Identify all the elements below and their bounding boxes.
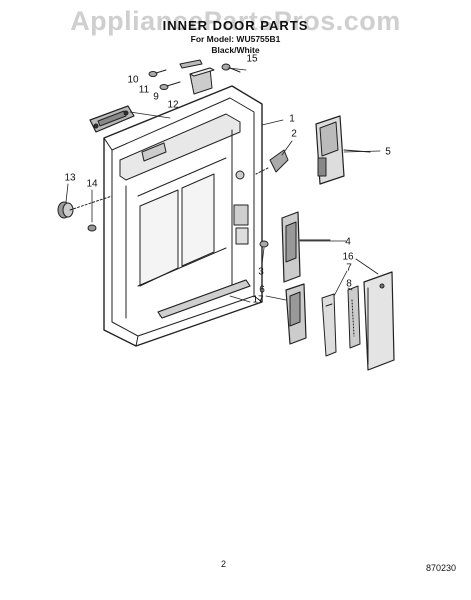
part-16-cover-panel	[363, 271, 395, 371]
callout-15: 15	[246, 53, 258, 65]
part-17-vent-strip	[157, 279, 251, 319]
page-number: 2	[221, 559, 227, 569]
watermark: AppliancePartsPros.com	[70, 6, 401, 36]
callout-14: 14	[86, 178, 98, 190]
callout-3: 3	[258, 266, 264, 278]
part-8-detent	[347, 285, 361, 349]
callout-10: 10	[127, 74, 139, 86]
callout-12: 12	[167, 99, 179, 111]
callout-11: 11	[138, 84, 150, 96]
callout-7: 7	[346, 262, 352, 274]
leader-lines	[65, 67, 381, 303]
part-3-fastener	[259, 240, 269, 248]
part-4-latch-housing	[281, 211, 331, 283]
callout-6: 6	[259, 284, 265, 296]
part-10-screw	[148, 69, 167, 77]
callout-5: 5	[385, 146, 391, 158]
part-7-lever	[321, 293, 337, 357]
part-11b-bar	[179, 59, 203, 69]
part-2-clip	[255, 149, 289, 175]
callout-17: 17	[252, 294, 264, 306]
model-line: For Model: WU5755B1	[190, 34, 281, 44]
callout-1: 1	[289, 113, 295, 125]
callout-4: 4	[345, 236, 351, 248]
part-6-lock-slide	[285, 283, 307, 345]
callout-8: 8	[346, 278, 352, 290]
part-13-knob	[57, 195, 113, 219]
callout-2: 2	[291, 128, 297, 140]
part-9-retainer	[189, 67, 215, 95]
diagram-title: INNER DOOR PARTS	[162, 18, 309, 33]
callout-9: 9	[153, 91, 159, 103]
callout-16: 16	[342, 251, 354, 263]
part-14-screw	[87, 224, 97, 232]
document-code: 870230	[426, 563, 457, 573]
part-5-door-latch	[315, 115, 371, 185]
color-line: Black/White	[211, 45, 260, 55]
part-12-handle-plate	[89, 105, 135, 133]
callout-13: 13	[64, 172, 76, 184]
part-11-pin	[159, 81, 181, 90]
inner-door-panel	[103, 85, 263, 347]
